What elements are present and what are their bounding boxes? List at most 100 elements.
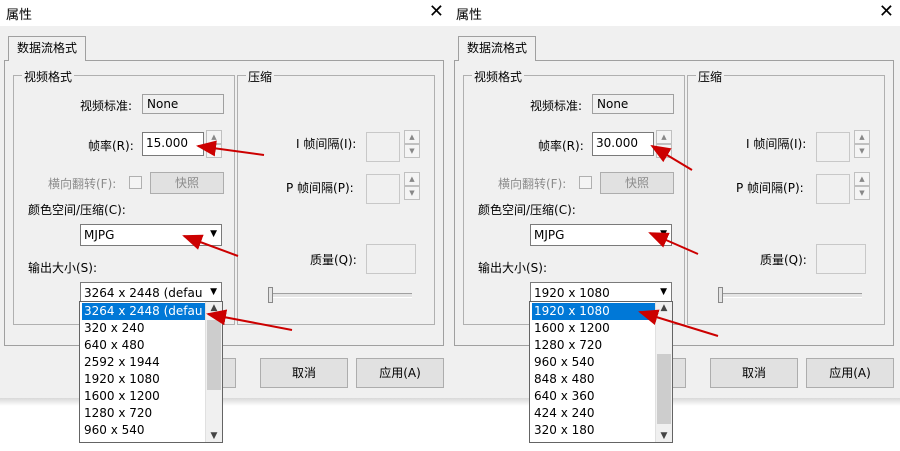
snapshot-button[interactable]: 快照 xyxy=(150,172,224,194)
pframe-spinner[interactable]: ▲▼ xyxy=(854,172,870,200)
quality-slider-thumb[interactable] xyxy=(268,287,273,303)
quality-input[interactable] xyxy=(816,244,866,274)
spin-up-icon[interactable]: ▲ xyxy=(404,130,420,144)
chevron-down-icon[interactable]: ▼ xyxy=(210,431,218,441)
iframe-spinner[interactable]: ▲▼ xyxy=(854,130,870,158)
apply-button[interactable]: 应用(A) xyxy=(806,358,894,388)
framerate-label: 帧率(R): xyxy=(538,139,584,153)
dialog-title: 属性 xyxy=(456,8,483,23)
dialog-title: 属性 xyxy=(6,8,33,23)
video-format-group-label: 视频格式 xyxy=(22,68,75,85)
standard-value: None xyxy=(592,94,674,114)
list-item[interactable]: 1600 x 1200 xyxy=(534,321,610,335)
list-item[interactable]: 424 x 240 xyxy=(534,406,595,420)
pframe-input[interactable] xyxy=(816,174,850,204)
spin-up-icon[interactable]: ▲ xyxy=(404,172,420,186)
quality-slider-thumb[interactable] xyxy=(718,287,723,303)
list-item[interactable]: 320 x 240 xyxy=(84,321,145,335)
chevron-up-icon[interactable]: ▲ xyxy=(210,303,218,313)
spin-up-icon[interactable]: ▲ xyxy=(854,172,870,186)
apply-button[interactable]: 应用(A) xyxy=(356,358,444,388)
framerate-spinner[interactable]: ▲▼ xyxy=(656,130,672,158)
list-item[interactable]: 1600 x 1200 xyxy=(84,389,160,403)
spin-down-icon[interactable]: ▼ xyxy=(656,144,672,158)
list-item[interactable]: 3264 x 2448 (defau xyxy=(82,303,206,320)
chevron-down-icon[interactable]: ▼ xyxy=(660,431,668,441)
output-size-label: 输出大小(S): xyxy=(478,261,548,275)
flip-checkbox[interactable] xyxy=(129,176,142,189)
scrollbar-thumb[interactable] xyxy=(207,320,221,390)
chevron-down-icon: ▼ xyxy=(210,287,217,297)
iframe-input[interactable] xyxy=(366,132,400,162)
spin-down-icon[interactable]: ▼ xyxy=(404,144,420,158)
output-size-dropdown-list[interactable]: 3264 x 2448 (defau 320 x 240 640 x 480 2… xyxy=(79,301,223,443)
dialog-body: 数据流格式 视频格式 视频标准: None 帧率(R): 15.000 ▲▼ 横… xyxy=(0,26,450,398)
list-item[interactable]: 1920 x 1080 xyxy=(84,372,160,386)
close-icon[interactable]: ✕ xyxy=(878,1,894,22)
colorspace-value: MJPG xyxy=(84,228,115,242)
list-item[interactable]: 848 x 480 xyxy=(534,372,595,386)
spin-down-icon[interactable]: ▼ xyxy=(404,186,420,200)
colorspace-label: 颜色空间/压缩(C): xyxy=(478,203,576,217)
tab-stream-format[interactable]: 数据流格式 xyxy=(458,36,536,61)
properties-dialog-left: 属性 ✕ 数据流格式 视频格式 视频标准: None 帧率(R): 15.000… xyxy=(0,0,450,443)
list-item[interactable]: 1280 x 720 xyxy=(534,338,603,352)
quality-input[interactable] xyxy=(366,244,416,274)
list-item[interactable]: 960 x 540 xyxy=(534,355,595,369)
video-format-group: 视频格式 视频标准: None 帧率(R): 15.000 ▲▼ 横向翻转(F)… xyxy=(13,68,235,325)
quality-slider-track[interactable] xyxy=(718,293,862,298)
quality-label: 质量(Q): xyxy=(760,253,807,267)
cancel-button[interactable]: 取消 xyxy=(710,358,798,388)
output-size-dropdown-list[interactable]: 1920 x 1080 1600 x 1200 1280 x 720 960 x… xyxy=(529,301,673,443)
spin-up-icon[interactable]: ▲ xyxy=(854,130,870,144)
iframe-label: I 帧间隔(I): xyxy=(746,137,807,151)
dialog-shadow xyxy=(450,398,900,406)
spin-up-icon[interactable]: ▲ xyxy=(206,130,222,144)
scrollbar[interactable]: ▲ ▼ xyxy=(655,302,672,442)
spin-down-icon[interactable]: ▼ xyxy=(854,186,870,200)
title-bar: 属性 ✕ xyxy=(450,0,900,26)
output-size-label: 输出大小(S): xyxy=(28,261,98,275)
colorspace-select[interactable]: MJPG ▼ xyxy=(80,224,222,246)
dialog-shadow xyxy=(0,398,450,406)
colorspace-select[interactable]: MJPG▼ xyxy=(530,224,672,246)
tab-panel: 视频格式 视频标准: None 帧率(R): 30.000 ▲▼ 横向翻转(F)… xyxy=(454,60,894,346)
chevron-down-icon: ▼ xyxy=(660,287,667,297)
pframe-input[interactable] xyxy=(366,174,400,204)
pframe-spinner[interactable]: ▲▼ xyxy=(404,172,420,200)
list-item[interactable]: 320 x 180 xyxy=(534,423,595,437)
flip-checkbox[interactable] xyxy=(579,176,592,189)
iframe-label: I 帧间隔(I): xyxy=(296,137,357,151)
colorspace-value: MJPG xyxy=(534,228,565,242)
colorspace-label: 颜色空间/压缩(C): xyxy=(28,203,126,217)
snapshot-button[interactable]: 快照 xyxy=(600,172,674,194)
close-icon[interactable]: ✕ xyxy=(428,1,444,22)
framerate-input[interactable]: 30.000 xyxy=(592,132,654,156)
scrollbar[interactable]: ▲ ▼ xyxy=(205,302,222,442)
chevron-up-icon[interactable]: ▲ xyxy=(660,303,668,313)
iframe-spinner[interactable]: ▲▼ xyxy=(404,130,420,158)
iframe-input[interactable] xyxy=(816,132,850,162)
list-item[interactable]: 640 x 480 xyxy=(84,338,145,352)
pframe-label: P 帧间隔(P): xyxy=(286,181,354,195)
framerate-spinner[interactable]: ▲▼ xyxy=(206,130,222,158)
spin-up-icon[interactable]: ▲ xyxy=(656,130,672,144)
scrollbar-thumb[interactable] xyxy=(657,354,671,424)
compression-group: 压缩 I 帧间隔(I): ▲▼ P 帧间隔(P): ▲▼ 质量(Q): xyxy=(237,68,435,325)
framerate-input[interactable]: 15.000 xyxy=(142,132,204,156)
list-item[interactable]: 640 x 360 xyxy=(534,389,595,403)
chevron-down-icon: ▼ xyxy=(210,229,217,239)
list-item[interactable]: 1280 x 720 xyxy=(84,406,153,420)
video-format-group-label: 视频格式 xyxy=(472,68,525,85)
cancel-button[interactable]: 取消 xyxy=(260,358,348,388)
list-item[interactable]: 2592 x 1944 xyxy=(84,355,160,369)
spin-down-icon[interactable]: ▼ xyxy=(206,144,222,158)
output-size-value: 3264 x 2448 (defau xyxy=(84,286,203,300)
list-item[interactable]: 1920 x 1080 xyxy=(532,303,656,320)
tab-stream-format[interactable]: 数据流格式 xyxy=(8,36,86,61)
tab-panel: 视频格式 视频标准: None 帧率(R): 15.000 ▲▼ 横向翻转(F)… xyxy=(4,60,444,346)
list-item[interactable]: 960 x 540 xyxy=(84,423,145,437)
spin-down-icon[interactable]: ▼ xyxy=(854,144,870,158)
quality-slider-track[interactable] xyxy=(268,293,412,298)
flip-label: 横向翻转(F): xyxy=(498,177,567,191)
